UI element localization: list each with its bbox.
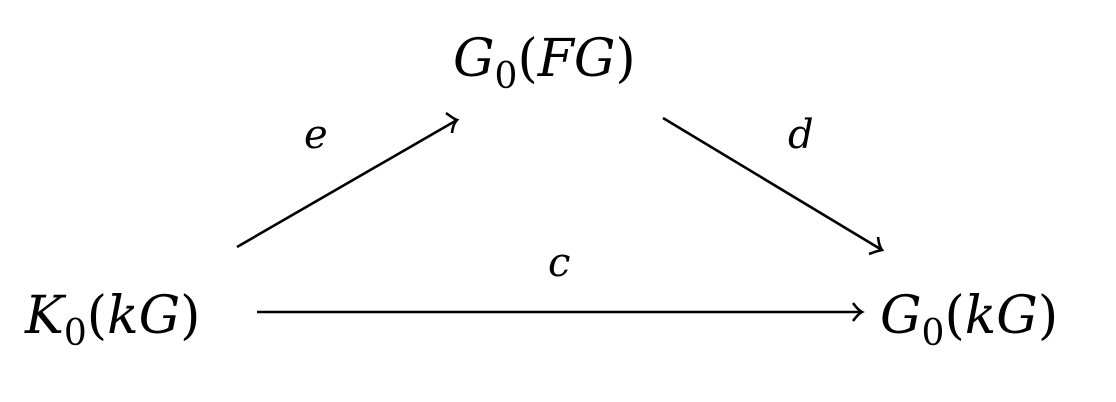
node-g0-kg: G0(kG) bbox=[880, 286, 1058, 354]
arrow-c bbox=[257, 302, 865, 322]
label-d: d bbox=[788, 112, 814, 158]
node-k0-kg: K0(kG) bbox=[24, 286, 200, 354]
node-g0-fg: G0(FG) bbox=[453, 29, 636, 97]
arrowhead-icon bbox=[851, 302, 865, 322]
label-e: e bbox=[304, 112, 328, 158]
arrow-e bbox=[236, 111, 460, 249]
arrowhead-icon bbox=[868, 236, 885, 256]
label-c: c bbox=[548, 240, 570, 286]
arrow-d bbox=[662, 116, 885, 256]
arrowhead-icon bbox=[445, 111, 460, 134]
